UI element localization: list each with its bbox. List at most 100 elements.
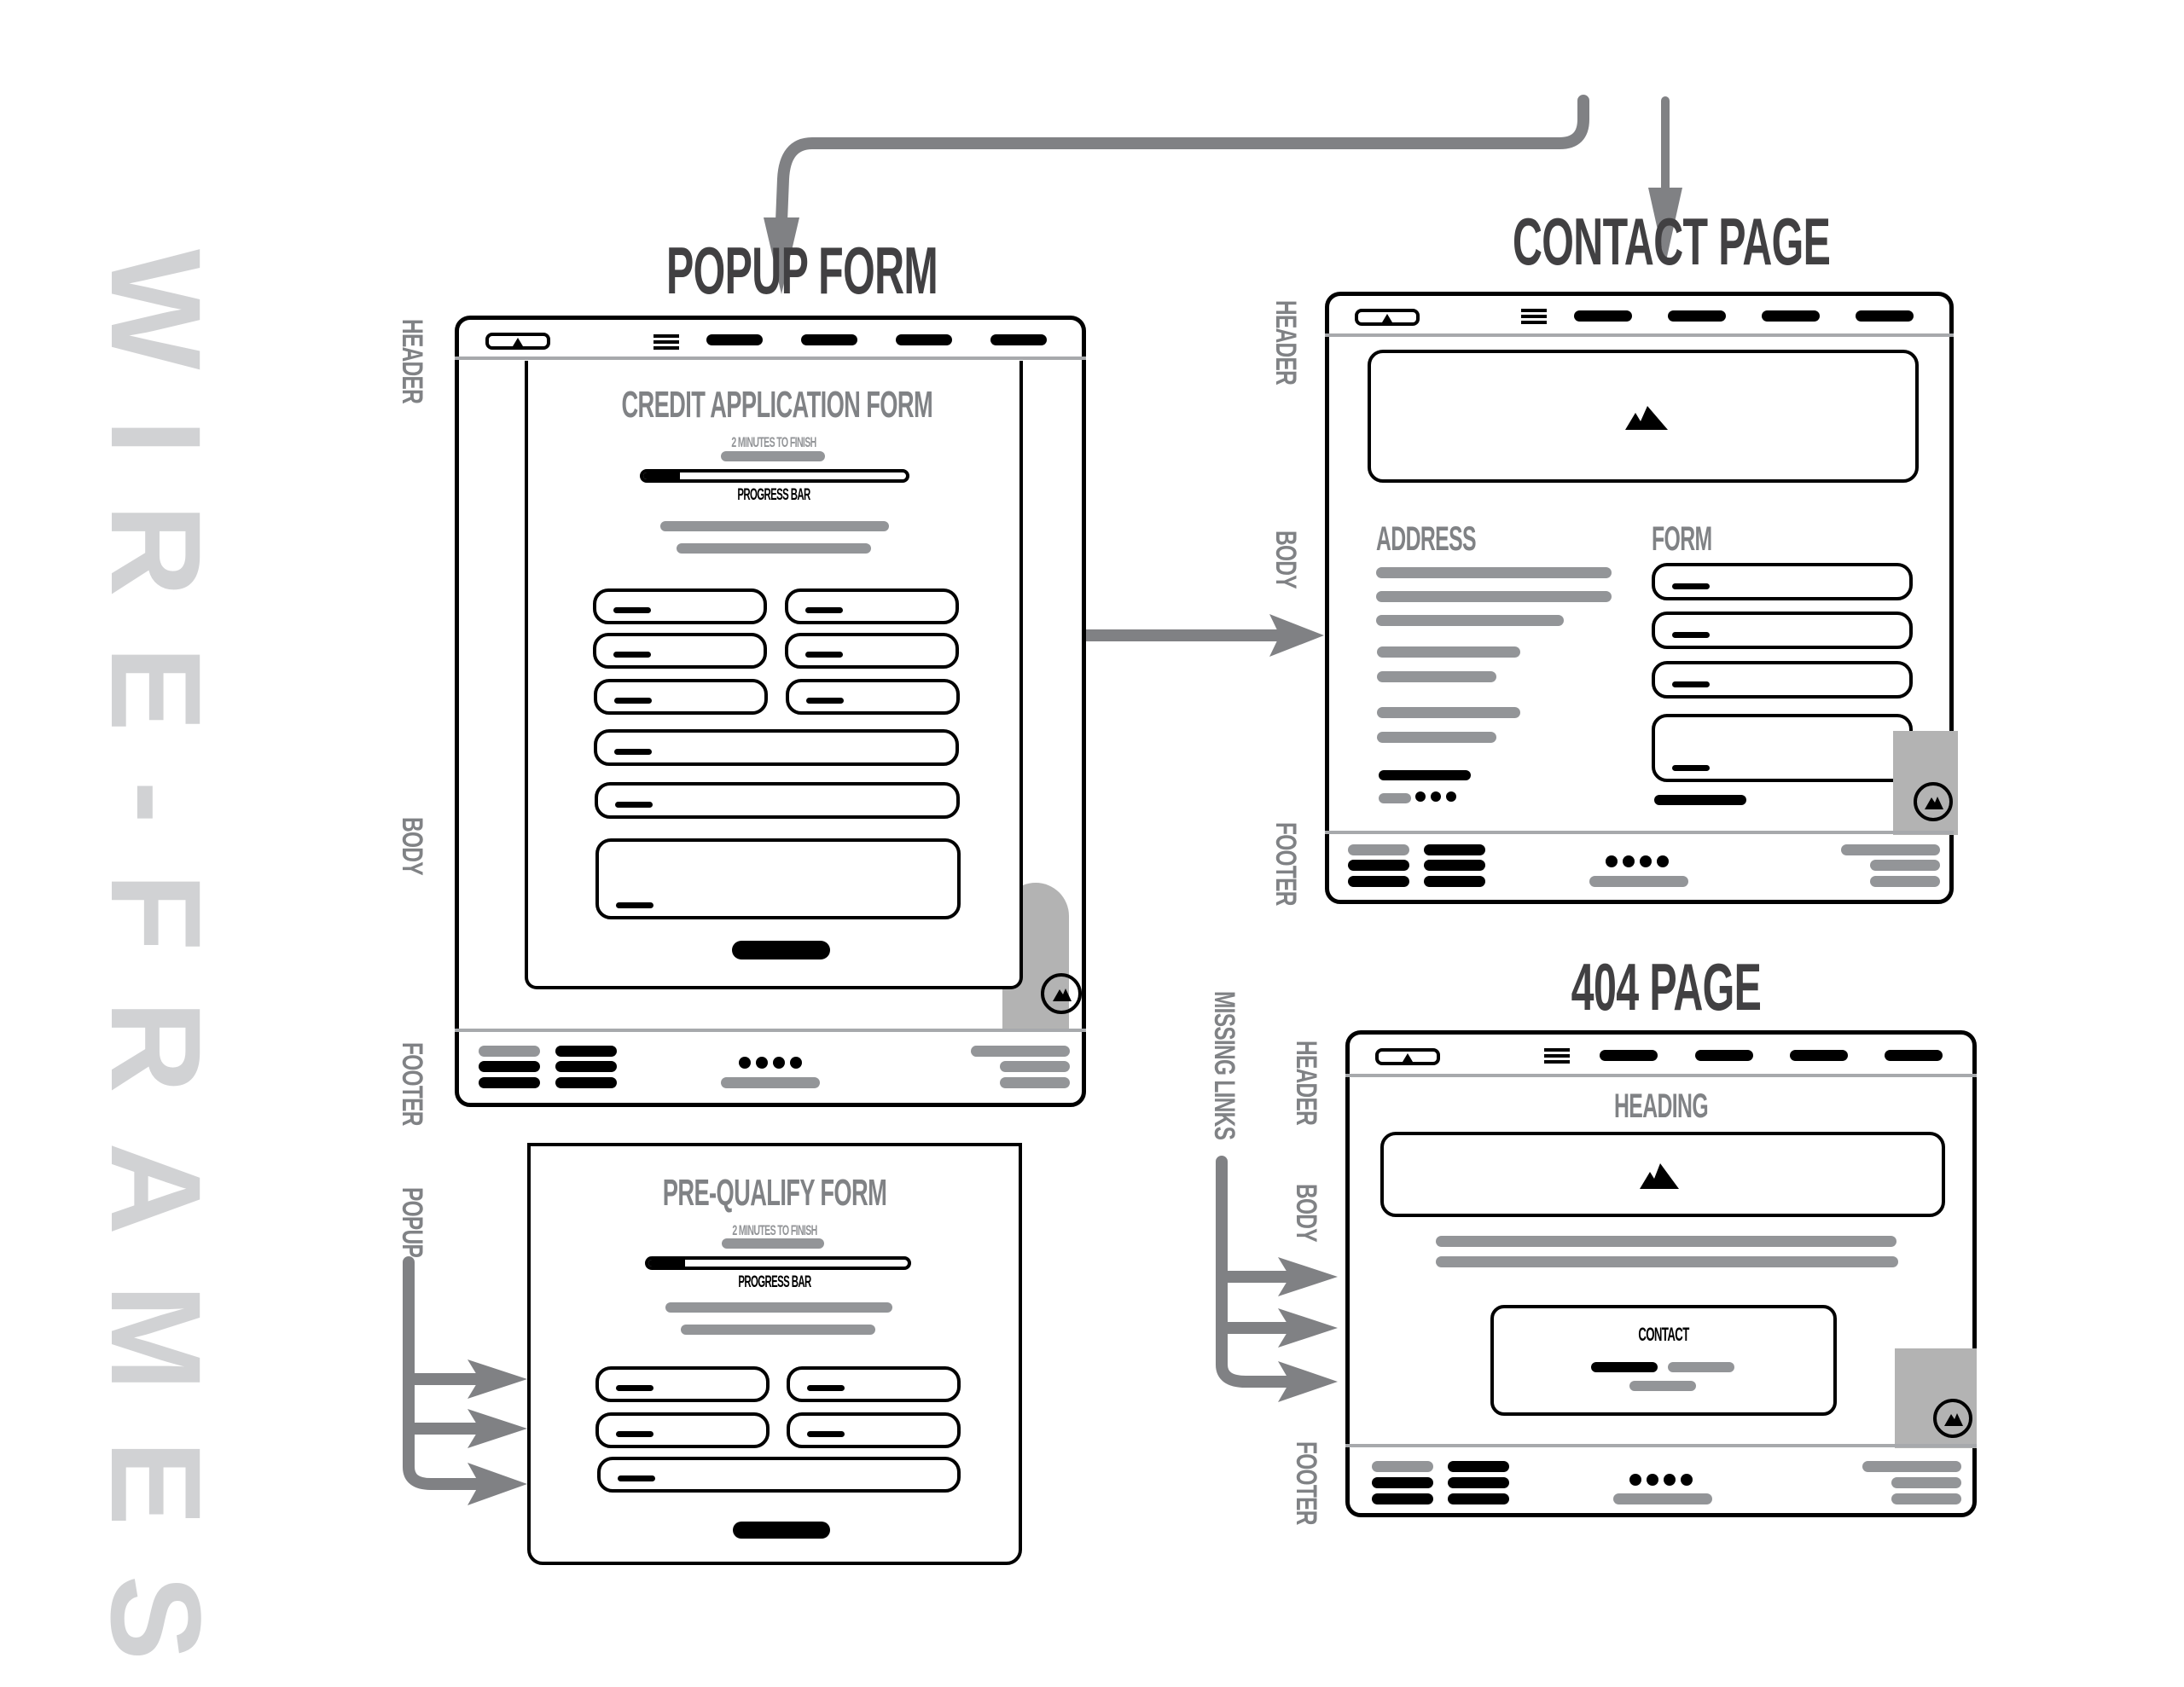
body-text-placeholder	[1436, 1256, 1898, 1267]
nav-link[interactable]	[1668, 310, 1726, 322]
mountain-icon	[1053, 988, 1072, 1001]
footer-link[interactable]	[1448, 1477, 1509, 1488]
nav-link[interactable]	[896, 334, 952, 345]
footer-link[interactable]	[1424, 860, 1485, 871]
page-heading: HEADING	[1613, 1087, 1709, 1125]
intro-text-placeholder	[660, 521, 889, 531]
submit-button[interactable]	[733, 1522, 830, 1539]
body-text-placeholder	[1436, 1236, 1896, 1247]
social-icons[interactable]	[732, 1057, 809, 1073]
contact-box-label: CONTACT	[1638, 1324, 1689, 1345]
form-field[interactable]	[1652, 661, 1913, 699]
nav-link[interactable]	[1574, 310, 1632, 322]
footer-link[interactable]	[1424, 876, 1485, 887]
nav-link[interactable]	[1885, 1050, 1943, 1061]
form-field[interactable]	[786, 679, 960, 715]
hamburger-icon[interactable]	[653, 334, 679, 350]
message-textarea[interactable]	[1652, 714, 1913, 782]
social-icons[interactable]	[1413, 791, 1472, 806]
footer-link[interactable]	[555, 1061, 617, 1072]
submit-button[interactable]	[732, 941, 830, 959]
form-field[interactable]	[787, 1366, 961, 1402]
nav-link[interactable]	[706, 334, 763, 345]
chat-button[interactable]	[1914, 782, 1953, 821]
footer-text-placeholder	[479, 1046, 540, 1057]
logo[interactable]	[1375, 1048, 1440, 1065]
form-field[interactable]	[595, 1366, 770, 1402]
subtitle-placeholder	[721, 451, 825, 461]
hamburger-icon[interactable]	[1521, 309, 1547, 324]
footer-link[interactable]	[1372, 1493, 1433, 1504]
popup-form-wireframe: CREDIT APPLICATION FORM 2 MINUTES TO FIN…	[455, 316, 1086, 1107]
social-icons[interactable]	[1623, 1474, 1699, 1490]
label-footer: FOOTER	[1290, 1441, 1322, 1525]
mountain-icon	[1944, 1413, 1963, 1426]
address-line	[1376, 567, 1612, 578]
prequalify-popup: PRE-QUALIFY FORM 2 MINUTES TO FINISH PRO…	[527, 1143, 1022, 1565]
nav-link[interactable]	[801, 334, 857, 345]
footer-link[interactable]	[1448, 1493, 1509, 1504]
mountain-icon	[1382, 314, 1392, 322]
not-found-page-title: 404 PAGE	[1571, 949, 1762, 1024]
contact-page-wireframe: ADDRESS FORM	[1325, 292, 1958, 904]
footer-divider	[1325, 831, 1954, 834]
copyright-placeholder	[1589, 876, 1688, 887]
nav-link[interactable]	[1856, 310, 1914, 322]
form-field[interactable]	[594, 679, 768, 715]
nav-link[interactable]	[990, 334, 1047, 345]
contact-link[interactable]	[1591, 1362, 1658, 1372]
map-link[interactable]	[1379, 770, 1471, 780]
contact-page-title: CONTACT PAGE	[1513, 204, 1831, 279]
form-field[interactable]	[593, 588, 767, 624]
header-divider	[455, 357, 1086, 360]
nav-link[interactable]	[1762, 310, 1820, 322]
form-field-wide[interactable]	[595, 782, 960, 819]
label-body: BODY	[1269, 530, 1302, 588]
popup-form-title: POPUP FORM	[666, 233, 938, 308]
progress-fill	[643, 472, 681, 479]
footer-link[interactable]	[479, 1061, 540, 1072]
nav-link[interactable]	[1790, 1050, 1848, 1061]
footer-text-placeholder	[1862, 1461, 1961, 1472]
hero-image-placeholder	[1368, 350, 1919, 483]
missing-links-spine	[1216, 1156, 1320, 1388]
label-body: BODY	[1290, 1184, 1322, 1242]
social-icons[interactable]	[1599, 855, 1676, 872]
subtitle-placeholder	[722, 1238, 824, 1249]
footer-link[interactable]	[555, 1077, 617, 1088]
footer-link[interactable]	[479, 1077, 540, 1088]
form-field[interactable]	[595, 1412, 770, 1448]
form-field-wide[interactable]	[594, 729, 959, 766]
form-field[interactable]	[1652, 563, 1913, 600]
nav-link[interactable]	[1600, 1050, 1658, 1061]
form-field-wide[interactable]	[597, 1457, 961, 1493]
footer-link[interactable]	[1448, 1461, 1509, 1472]
submit-button[interactable]	[1654, 795, 1746, 805]
contact-box: CONTACT	[1490, 1305, 1837, 1416]
form-field[interactable]	[785, 588, 959, 624]
chat-button[interactable]	[1933, 1399, 1972, 1438]
footer-link[interactable]	[555, 1046, 617, 1057]
mountain-icon	[1403, 1053, 1413, 1062]
form-field[interactable]	[1652, 612, 1913, 649]
form-field[interactable]	[787, 1412, 961, 1448]
footer-link[interactable]	[1348, 876, 1409, 887]
chat-button[interactable]	[1041, 973, 1082, 1014]
time-note: 2 MINUTES TO FINISH	[731, 434, 816, 450]
nav-link[interactable]	[1695, 1050, 1753, 1061]
logo[interactable]	[485, 333, 550, 350]
form-field[interactable]	[593, 633, 767, 669]
intro-text-placeholder	[677, 543, 871, 554]
logo[interactable]	[1355, 309, 1420, 326]
social-label-placeholder	[1379, 793, 1411, 803]
address-line	[1377, 646, 1520, 658]
form-field[interactable]	[785, 633, 959, 669]
footer-link[interactable]	[1348, 860, 1409, 871]
hamburger-icon[interactable]	[1544, 1048, 1570, 1064]
form-heading: FORM	[1652, 520, 1712, 558]
modal-heading: CREDIT APPLICATION FORM	[621, 384, 933, 426]
message-textarea[interactable]	[595, 838, 961, 919]
footer-link[interactable]	[1372, 1477, 1433, 1488]
footer-text-placeholder	[1000, 1077, 1070, 1088]
footer-link[interactable]	[1424, 844, 1485, 855]
